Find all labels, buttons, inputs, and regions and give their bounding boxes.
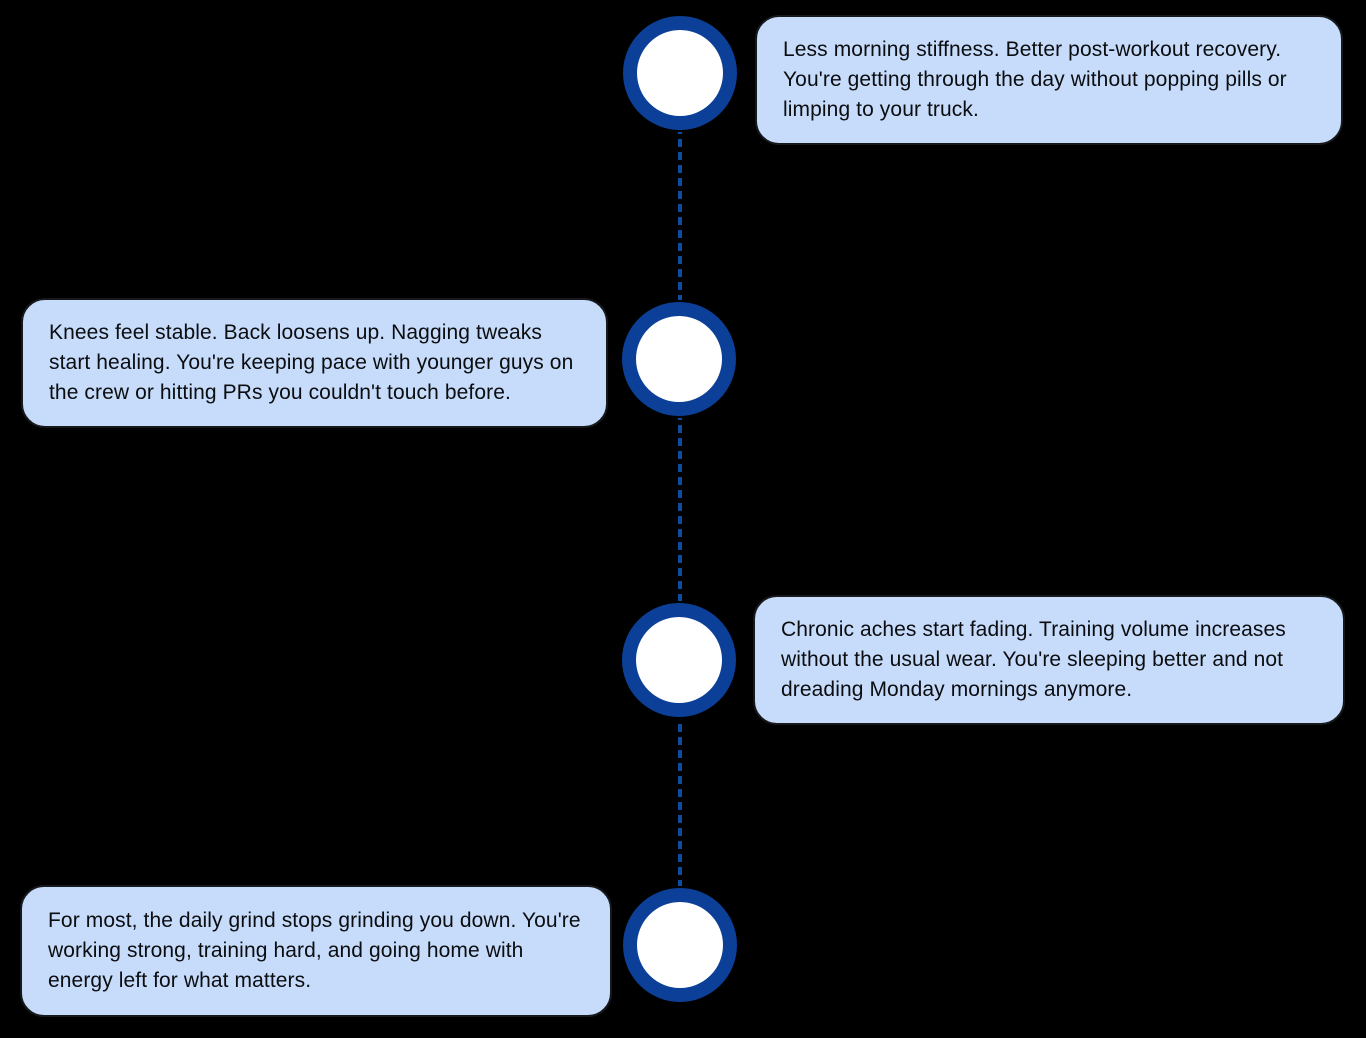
timeline-bubble-4: For most, the daily grind stops grinding…	[20, 885, 612, 1017]
timeline-bubble-2: Knees feel stable. Back loosens up. Nagg…	[21, 298, 608, 428]
timeline-bubble-2-text: Knees feel stable. Back loosens up. Nagg…	[49, 321, 574, 404]
timeline-bubble-1-text: Less morning stiffness. Better post-work…	[783, 38, 1287, 121]
timeline-node-1	[623, 16, 737, 130]
timeline-bubble-3-text: Chronic aches start fading. Training vol…	[781, 618, 1286, 701]
timeline-node-4	[623, 888, 737, 1002]
timeline-bubble-1: Less morning stiffness. Better post-work…	[755, 15, 1343, 145]
timeline-bubble-3: Chronic aches start fading. Training vol…	[753, 595, 1345, 725]
timeline-node-2	[622, 302, 736, 416]
timeline-connector-line	[678, 74, 682, 945]
timeline-node-3	[622, 603, 736, 717]
timeline-bubble-4-text: For most, the daily grind stops grinding…	[48, 909, 581, 992]
